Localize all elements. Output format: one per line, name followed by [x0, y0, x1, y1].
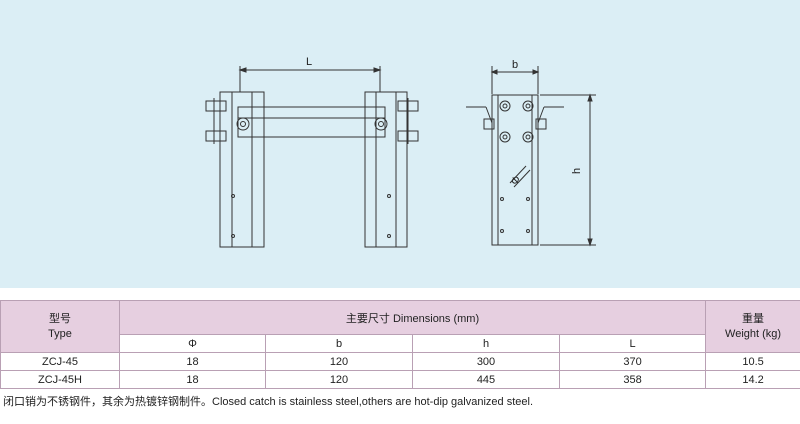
- weight-header-cn: 重量: [742, 312, 765, 325]
- col-header-L: L: [558, 334, 707, 353]
- dimensions-header: 主要尺寸 Dimensions (mm): [118, 300, 707, 335]
- dimension-label-b: b: [512, 59, 518, 71]
- cell-phi: 18: [119, 370, 266, 389]
- dimensions-table: 型号 Type 主要尺寸 Dimensions (mm) 重量 Weight (…: [0, 300, 800, 389]
- cell-type: ZCJ-45: [0, 352, 120, 371]
- table-row: ZCJ-45 18 120 300 370 10.5: [0, 352, 800, 371]
- cell-phi: 18: [119, 352, 266, 371]
- technical-drawing-panel: L b h Φ: [0, 0, 800, 288]
- type-header-en: Type: [48, 327, 72, 340]
- weight-header-en: Weight (kg): [725, 327, 782, 340]
- cell-type: ZCJ-45H: [0, 370, 120, 389]
- col-header-b: b: [265, 334, 413, 353]
- dimension-label-L: L: [306, 56, 312, 68]
- dimension-label-phi: Φ: [509, 173, 524, 188]
- weight-header: 重量 Weight (kg): [705, 300, 800, 353]
- col-header-h: h: [412, 334, 560, 353]
- type-header-cn: 型号: [49, 312, 71, 325]
- cell-weight: 10.5: [705, 352, 800, 371]
- col-header-phi: Φ: [119, 334, 266, 353]
- cell-L: 370: [558, 352, 707, 371]
- cell-b: 120: [265, 352, 413, 371]
- side-view: [466, 66, 596, 247]
- front-view: [205, 66, 419, 248]
- cell-weight: 14.2: [705, 370, 800, 389]
- cell-L: 358: [558, 370, 707, 389]
- technical-drawing: L b h Φ: [205, 56, 596, 248]
- table-row: ZCJ-45H 18 120 445 358 14.2: [0, 370, 800, 389]
- type-header: 型号 Type: [0, 300, 120, 353]
- material-note: 闭口销为不锈钢件，其余为热镀锌钢制件。Closed catch is stain…: [3, 396, 534, 408]
- cell-b: 120: [265, 370, 413, 389]
- dimension-label-h: h: [571, 168, 583, 174]
- cell-h: 300: [412, 352, 560, 371]
- cell-h: 445: [412, 370, 560, 389]
